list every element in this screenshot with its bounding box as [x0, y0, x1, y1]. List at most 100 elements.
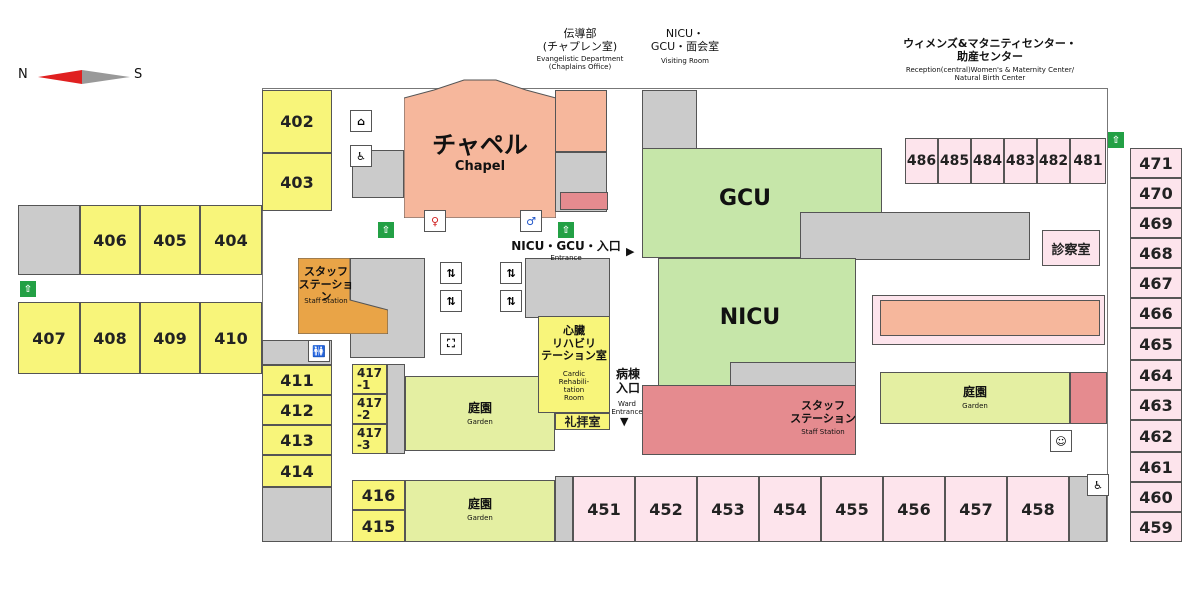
garden-3-en: Garden	[962, 402, 988, 410]
elevator-icon: ⇅	[500, 262, 522, 284]
gray-block	[800, 212, 1030, 260]
room-404[interactable]: 404	[200, 205, 262, 275]
corridor-block	[18, 205, 80, 275]
cardiac-rehab-en: Cardic Rehabili- tation Room	[558, 370, 590, 403]
lounge-icon: ⌂	[350, 110, 372, 132]
cardiac-rehab-label: 心臓 リハビリ テーション室	[541, 324, 607, 363]
nicu-entrance-label: NICU・GCU・入口	[511, 239, 621, 253]
room-408[interactable]: 408	[80, 302, 140, 374]
room-471[interactable]: 471	[1130, 148, 1182, 178]
reception-marker	[880, 300, 1100, 336]
chapel-subtitle: Chapel	[454, 159, 506, 174]
room-407[interactable]: 407	[18, 302, 80, 374]
room-462[interactable]: 462	[1130, 420, 1182, 452]
chaplains-office[interactable]	[555, 90, 607, 152]
room-463[interactable]: 463	[1130, 390, 1182, 420]
ward-entrance-label: 病棟 入口	[615, 367, 640, 395]
cardiac-rehab-room[interactable]	[538, 316, 610, 413]
room-484[interactable]: 484	[971, 138, 1004, 184]
room-483[interactable]: 483	[1004, 138, 1037, 184]
staff-station-1-en: Staff Station	[304, 297, 348, 305]
stairs-icon: ⛶	[440, 333, 462, 355]
ward-entrance-en: Ward Entrance	[611, 400, 643, 417]
nicu-entrance-arrow-icon: ▶	[626, 245, 635, 258]
gray-block	[350, 258, 425, 358]
room-411[interactable]: 411	[262, 365, 332, 395]
garden-3	[880, 372, 1070, 424]
room-481[interactable]: 481	[1070, 138, 1106, 184]
restroom-icon: 🚻	[308, 340, 330, 362]
exam-room[interactable]: 診察室	[1042, 230, 1100, 266]
room-414[interactable]: 414	[262, 455, 332, 487]
room-459[interactable]: 459	[1130, 512, 1182, 542]
elevator-icon: ⇅	[500, 290, 522, 312]
room-406[interactable]: 406	[80, 205, 140, 275]
room-467[interactable]: 467	[1130, 268, 1182, 298]
nursery-icon: ☺	[1050, 430, 1072, 452]
garden-2-label: 庭園	[467, 497, 492, 511]
room-461[interactable]: 461	[1130, 452, 1182, 482]
elevator-icon: ⇅	[440, 262, 462, 284]
room-486[interactable]: 486	[905, 138, 938, 184]
nicu-entrance-en: Entrance	[550, 254, 582, 262]
accessible-restroom-icon: ♿	[1087, 474, 1109, 496]
garden-1-label: 庭園	[467, 401, 492, 415]
elevator-icon: ⇅	[440, 290, 462, 312]
gray-block	[642, 90, 697, 150]
room-417-1[interactable]: 417 -1	[352, 364, 387, 394]
staff-station-1-shape	[298, 258, 388, 334]
room-482[interactable]: 482	[1037, 138, 1070, 184]
womens-center-en: Reception(central)Women's & Maternity Ce…	[905, 66, 1075, 83]
mens-restroom-icon: ♂	[520, 210, 542, 232]
room-405[interactable]: 405	[140, 205, 200, 275]
compass-n: N	[18, 67, 28, 82]
room-466[interactable]: 466	[1130, 298, 1182, 328]
room-468[interactable]: 468	[1130, 238, 1182, 268]
gray-block	[555, 476, 573, 542]
room-410[interactable]: 410	[200, 302, 262, 374]
room-417-2[interactable]: 417 -2	[352, 394, 387, 424]
garden-1	[405, 376, 555, 451]
red-block	[1070, 372, 1107, 424]
exit-sign-icon: ⇧	[20, 281, 36, 297]
room-451[interactable]: 451	[573, 476, 635, 542]
exit-sign-icon: ⇧	[1108, 132, 1124, 148]
ward-entrance-arrow-icon: ▼	[620, 415, 629, 428]
room-416[interactable]: 416	[352, 480, 405, 510]
room-470[interactable]: 470	[1130, 178, 1182, 208]
staff-station-2-en: Staff Station	[801, 428, 845, 436]
room-402[interactable]: 402	[262, 90, 332, 153]
exit-sign-icon: ⇧	[558, 222, 574, 238]
evangelistic-label: 伝導部 (チャプレン室)	[542, 27, 618, 53]
prayer-room[interactable]: 礼拝室	[555, 413, 610, 430]
visiting-room-marker[interactable]	[560, 192, 608, 210]
visiting-label: NICU・ GCU・面会室	[650, 27, 720, 53]
compass-s: S	[134, 67, 143, 82]
room-465[interactable]: 465	[1130, 328, 1182, 360]
room-456[interactable]: 456	[883, 476, 945, 542]
evangelistic-label-en: Evangelistic Department (Chaplains Offic…	[536, 55, 624, 72]
gcu-label: GCU	[718, 186, 772, 211]
room-403[interactable]: 403	[262, 153, 332, 211]
room-455[interactable]: 455	[821, 476, 883, 542]
room-457[interactable]: 457	[945, 476, 1007, 542]
room-458[interactable]: 458	[1007, 476, 1069, 542]
room-485[interactable]: 485	[938, 138, 971, 184]
room-409[interactable]: 409	[140, 302, 200, 374]
compass-arrow-icon	[38, 70, 130, 84]
room-469[interactable]: 469	[1130, 208, 1182, 238]
staff-station-2[interactable]	[642, 385, 856, 455]
room-412[interactable]: 412	[262, 395, 332, 425]
room-452[interactable]: 452	[635, 476, 697, 542]
room-413[interactable]: 413	[262, 425, 332, 455]
accessible-restroom-icon: ♿	[350, 145, 372, 167]
room-415[interactable]: 415	[352, 510, 405, 542]
chapel-shape	[404, 79, 556, 218]
womens-center-label: ウィメンズ&マタニティセンター・ 助産センター	[903, 37, 1077, 63]
visiting-label-en: Visiting Room	[661, 57, 709, 65]
room-453[interactable]: 453	[697, 476, 759, 542]
room-460[interactable]: 460	[1130, 482, 1182, 512]
room-464[interactable]: 464	[1130, 360, 1182, 390]
room-454[interactable]: 454	[759, 476, 821, 542]
room-417-3[interactable]: 417 -3	[352, 424, 387, 454]
